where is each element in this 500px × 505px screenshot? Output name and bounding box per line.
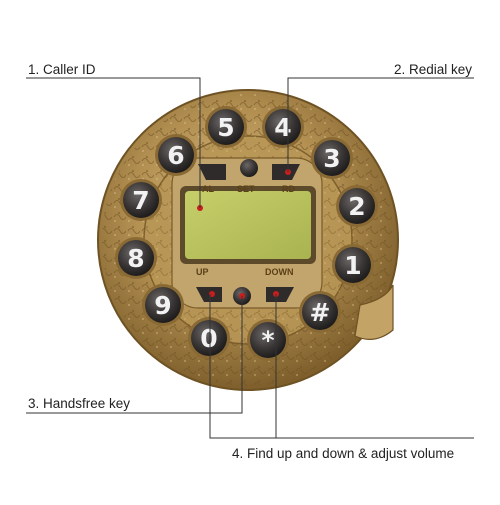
dial-key-3[interactable]: 3: [311, 137, 353, 179]
up-down-callout: 4. Find up and down & adjust volume: [232, 446, 455, 461]
dial-key-label: 7: [132, 186, 149, 215]
dial-key-0[interactable]: 0: [188, 317, 230, 359]
dial-key-8[interactable]: 8: [115, 237, 157, 279]
dial-key-label: 2: [348, 192, 365, 221]
up-label: UP: [196, 267, 209, 277]
dial-key-hash[interactable]: #: [299, 291, 341, 333]
dial-key-label: 9: [154, 291, 171, 320]
small-key-left[interactable]: [198, 164, 226, 180]
dial-key-label: 3: [323, 144, 340, 173]
caller-id-callout: 1. Caller ID: [28, 62, 96, 77]
dial-key-5[interactable]: 5: [205, 106, 247, 148]
dial-key-label: *: [261, 326, 274, 355]
dial-key-label: #: [310, 298, 331, 327]
dial-keypad: 5 4 6 3 7 2 8 1 9 #0 *: [115, 106, 378, 361]
dial-key-7[interactable]: 7: [120, 179, 162, 221]
small-key-left-label: AL: [202, 184, 214, 194]
redial-key-callout: 2. Redial key: [393, 62, 472, 77]
dial-key-label: 6: [167, 141, 184, 170]
dial-key-1[interactable]: 1: [332, 244, 374, 286]
redial-key-leader: [287, 77, 474, 172]
down-label: DOWN: [265, 267, 294, 277]
redial-key-label: RD: [282, 184, 295, 194]
dial-key-star[interactable]: *: [247, 319, 289, 361]
dial-key-6[interactable]: 6: [155, 134, 197, 176]
caller-id-lcd: [185, 191, 311, 259]
up-down-leader: [209, 294, 474, 439]
dial-key-label: 0: [200, 324, 217, 353]
set-key-label: SET: [237, 184, 255, 194]
handsfree-key-leader: [26, 296, 243, 414]
callout-lines: [26, 77, 474, 439]
caller-id-leader: [26, 77, 201, 208]
dial-key-label: 1: [344, 251, 361, 280]
set-key[interactable]: [240, 159, 258, 177]
dial-key-label: 4: [274, 113, 291, 142]
dial-key-2[interactable]: 2: [336, 185, 378, 227]
finger-stop: [354, 284, 394, 340]
dial-key-label: 8: [127, 244, 144, 273]
handsfree-key-callout: 3. Handsfree key: [28, 396, 131, 411]
dial-key-9[interactable]: 9: [142, 284, 184, 326]
dial-key-label: 5: [217, 113, 234, 142]
dial-key-4[interactable]: 4: [262, 106, 304, 148]
